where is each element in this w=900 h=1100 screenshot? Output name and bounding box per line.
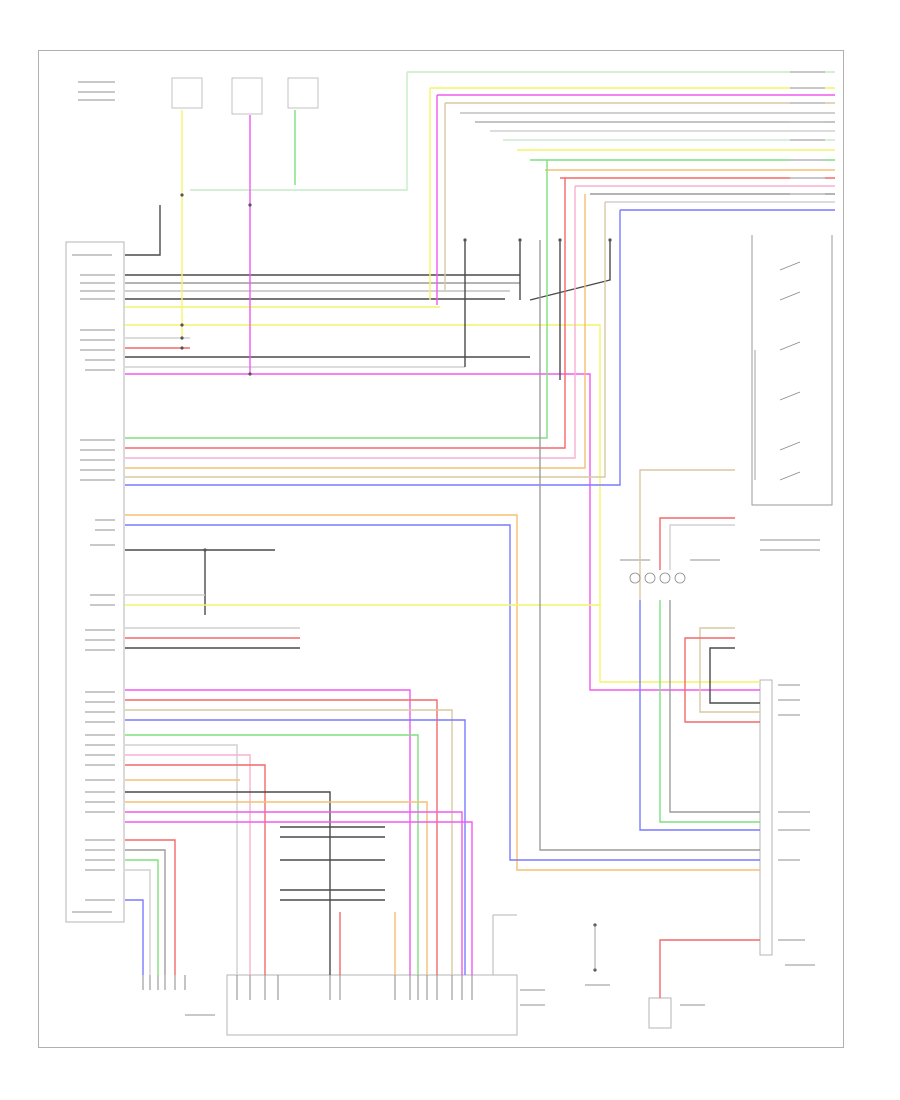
audio-unit-box	[65, 241, 125, 923]
top-connector-feeds	[125, 110, 296, 375]
top-wire-bus	[190, 71, 835, 211]
front-door-speaker-box	[648, 997, 672, 1029]
switch-contacts	[594, 261, 801, 970]
top-connectors	[171, 77, 319, 115]
lower-mid-harness	[125, 514, 760, 871]
combination-switch-feeds	[539, 240, 760, 851]
door-speaker-feeds	[125, 839, 760, 998]
terminal-stubs	[142, 975, 473, 1000]
faint-label-marks	[72, 71, 825, 1016]
av-switch-box	[759, 679, 773, 956]
middle-harness	[125, 160, 621, 486]
rear-view-monitor-box	[226, 914, 518, 1036]
lower-harness	[125, 689, 473, 975]
upper-harness	[125, 88, 760, 691]
combination-switch-box	[751, 235, 833, 506]
diagram-frame	[38, 50, 844, 1048]
